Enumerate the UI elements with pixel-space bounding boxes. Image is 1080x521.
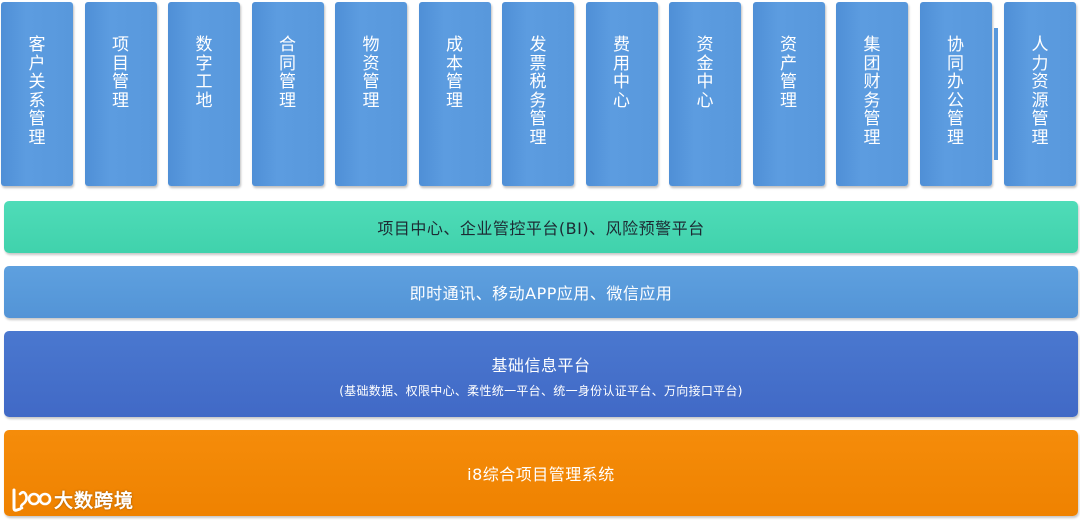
module-label: 发票税务管理 [529,35,547,148]
module-human-resources: 人力资源管理 [1004,2,1076,186]
module-label: 费用中心 [613,35,630,111]
module-label: 资产管理 [780,35,797,111]
analytics-layer: 项目中心、企业管控平台(BI)、风险预警平台 [4,201,1078,253]
module-invoice-tax: 发票税务管理 [502,2,574,186]
communication-layer: 即时通讯、移动APP应用、微信应用 [4,266,1078,318]
module-label: 成本管理 [446,35,463,111]
module-label: 数字工地 [195,35,213,111]
module-label: 人力资源管理 [1031,35,1049,148]
module-group-finance: 集团财务管理 [836,2,908,186]
analytics-layer-title: 项目中心、企业管控平台(BI)、风险预警平台 [377,219,705,238]
module-collaborative-office: 协同办公管理 [919,2,998,186]
module-label: 物资管理 [362,35,380,111]
foundation-layer-subtitle: (基础数据、权限中心、柔性统一平台、统一身份认证平台、万向接口平台) [339,383,743,398]
module-label: 资金中心 [696,35,714,111]
module-label: 协同办公管理 [947,35,964,148]
business-modules-row: 客户关系管理 项目管理 数字工地 合同管理 物资管理 成本管理 发票税务管理 费… [1,2,1079,188]
foundation-layer-title: 基础信息平台 [491,355,591,375]
module-cost-management: 成本管理 [418,2,491,186]
system-layer: i8综合项目管理系统 [4,430,1078,516]
watermark: 大数跨境 [10,484,134,514]
module-materials-management: 物资管理 [335,2,407,186]
system-layer-title: i8综合项目管理系统 [467,465,615,484]
module-connector [993,28,998,160]
communication-layer-title: 即时通讯、移动APP应用、微信应用 [409,284,673,303]
module-label: 项目管理 [112,35,129,111]
module-label: 客户关系管理 [28,35,46,148]
module-label: 合同管理 [279,35,296,111]
module-customer-relations: 客户关系管理 [1,2,73,186]
brand-logo-icon [12,488,52,512]
foundation-layer: 基础信息平台 (基础数据、权限中心、柔性统一平台、统一身份认证平台、万向接口平台… [4,331,1078,417]
module-digital-site: 数字工地 [168,2,240,186]
module-contract-management: 合同管理 [251,2,324,186]
module-label: 集团财务管理 [863,35,881,148]
module-asset-management: 资产管理 [752,2,825,186]
module-fund-center: 资金中心 [669,2,741,186]
module-project-management: 项目管理 [84,2,157,186]
module-expense-center: 费用中心 [585,2,658,186]
watermark-text: 大数跨境 [54,489,135,512]
